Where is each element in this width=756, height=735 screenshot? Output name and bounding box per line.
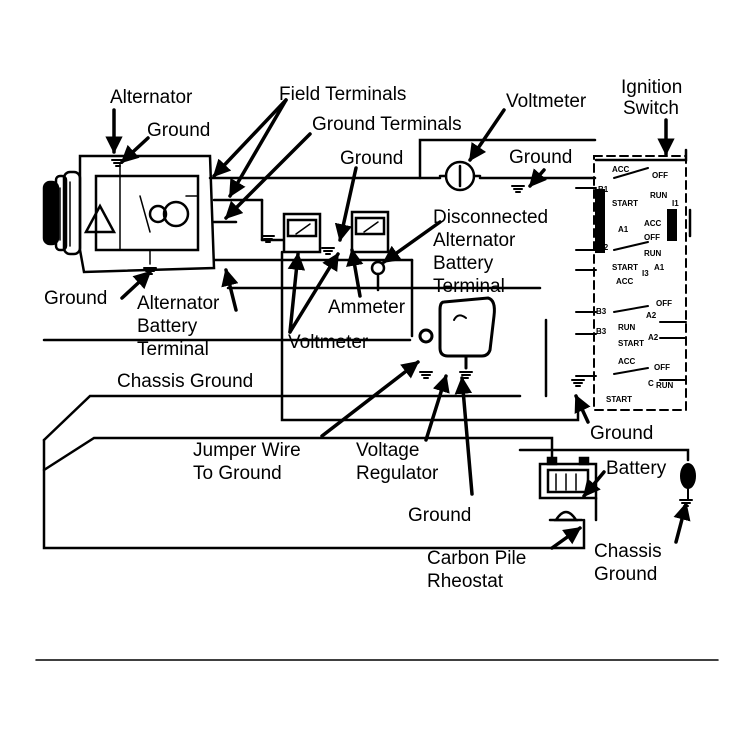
svg-text:OFF: OFF bbox=[652, 171, 668, 180]
svg-text:ACC: ACC bbox=[644, 219, 662, 228]
label-ignition: Ignition bbox=[621, 77, 683, 98]
label-ground-chassis-right: Ground bbox=[594, 564, 658, 585]
ignition-switch bbox=[575, 155, 687, 411]
regulator-icon bbox=[418, 296, 496, 370]
label-ground-bottom: Ground bbox=[408, 505, 472, 526]
svg-text:RUN: RUN bbox=[618, 323, 636, 332]
svg-text:START: START bbox=[612, 199, 638, 208]
label-alternator: Alternator bbox=[110, 87, 193, 108]
svg-text:B2: B2 bbox=[598, 243, 609, 252]
svg-text:START: START bbox=[612, 263, 638, 272]
label-switch: Switch bbox=[623, 98, 679, 119]
rheostat-icon bbox=[548, 510, 584, 522]
svg-text:I3: I3 bbox=[642, 269, 649, 278]
label-chassis-ground-left: Chassis Ground bbox=[117, 371, 254, 392]
label-alternator-battery-1: Alternator bbox=[137, 293, 220, 314]
label-disconnected-terminal: Terminal bbox=[433, 276, 505, 297]
gauge-icon bbox=[282, 212, 322, 254]
label-disconnected-alternator: Alternator bbox=[433, 230, 516, 251]
gauge-icon bbox=[438, 160, 482, 192]
label-ground-alternator-bottom: Ground bbox=[44, 288, 108, 309]
label-battery: Battery bbox=[606, 458, 667, 479]
label-ammeter: Ammeter bbox=[328, 297, 406, 318]
label-ground-terminals: Ground Terminals bbox=[312, 114, 462, 135]
alternator bbox=[42, 154, 216, 274]
svg-text:C: C bbox=[648, 379, 654, 388]
label-ground-right: Ground bbox=[509, 147, 573, 168]
label-regulator: Regulator bbox=[356, 463, 439, 484]
label-ground-lower-right: Ground bbox=[590, 423, 654, 444]
svg-text:OFF: OFF bbox=[654, 363, 670, 372]
label-field-terminals: Field Terminals bbox=[279, 84, 407, 105]
label-jumper-wire: Jumper Wire bbox=[193, 440, 301, 461]
pulley-icon bbox=[42, 170, 82, 256]
svg-text:RUN: RUN bbox=[650, 191, 668, 200]
clamp-icon bbox=[370, 260, 386, 292]
svg-text:ACC: ACC bbox=[618, 357, 636, 366]
label-alternator-battery-2: Battery bbox=[137, 316, 198, 337]
svg-text:START: START bbox=[606, 395, 632, 404]
label-ground-mid: Ground bbox=[340, 148, 404, 169]
label-ground-alternator-top: Ground bbox=[147, 120, 211, 141]
label-voltmeter-top: Voltmeter bbox=[506, 91, 587, 112]
label-to-ground: To Ground bbox=[193, 463, 282, 484]
svg-text:ACC: ACC bbox=[612, 165, 630, 174]
svg-text:OFF: OFF bbox=[644, 233, 660, 242]
label-alternator-battery-3: Terminal bbox=[137, 339, 209, 360]
svg-text:RUN: RUN bbox=[644, 249, 662, 258]
svg-text:B3: B3 bbox=[596, 307, 607, 316]
svg-text:A2: A2 bbox=[648, 333, 659, 342]
clamp-icon bbox=[680, 463, 696, 501]
label-rheostat: Rheostat bbox=[427, 571, 504, 592]
svg-text:B3: B3 bbox=[596, 327, 607, 336]
svg-text:A1: A1 bbox=[618, 225, 629, 234]
gauge-icon bbox=[350, 210, 390, 254]
arrows bbox=[105, 98, 691, 550]
label-voltmeter-bottom: Voltmeter bbox=[288, 332, 369, 353]
label-voltage: Voltage bbox=[356, 440, 420, 461]
svg-text:B1: B1 bbox=[598, 185, 609, 194]
label-disconnected: Disconnected bbox=[433, 207, 549, 228]
svg-text:I1: I1 bbox=[672, 199, 679, 208]
svg-text:RUN: RUN bbox=[656, 381, 674, 390]
svg-text:A2: A2 bbox=[646, 311, 657, 320]
label-disconnected-battery: Battery bbox=[433, 253, 494, 274]
svg-text:START: START bbox=[618, 339, 644, 348]
svg-text:A1: A1 bbox=[654, 263, 665, 272]
label-chassis-right: Chassis bbox=[594, 541, 662, 562]
label-carbon-pile: Carbon Pile bbox=[427, 548, 527, 569]
svg-text:ACC: ACC bbox=[616, 277, 634, 286]
switch-text: ACC OFF B1 START RUN I1 ACC A1 OFF B2 RU… bbox=[596, 165, 679, 404]
svg-text:OFF: OFF bbox=[656, 299, 672, 308]
